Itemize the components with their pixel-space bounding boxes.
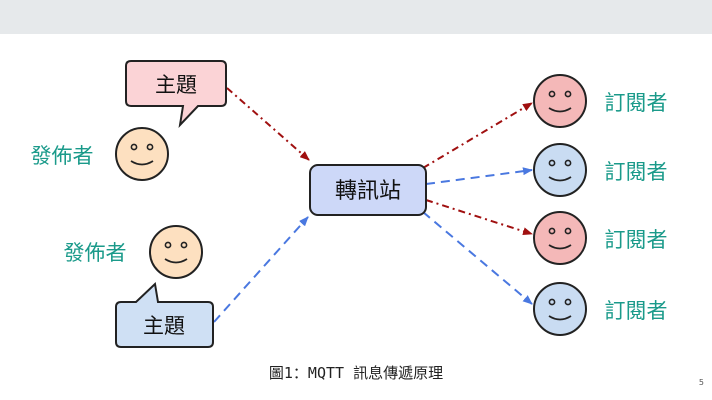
subscriber-3-label: 訂閱者 xyxy=(605,228,668,252)
topic-bubble-2: 主題 xyxy=(115,281,214,348)
publisher-1-face-icon xyxy=(115,127,169,181)
publisher-2-label: 發佈者 xyxy=(64,241,127,265)
arrow-topic2-to-broker xyxy=(213,216,309,323)
topic-bubble-1: 主題 xyxy=(125,60,227,129)
arrow-broker-to-subscriber-1 xyxy=(422,102,533,169)
broker-label: 轉訊站 xyxy=(335,179,401,204)
broker-box: 轉訊站 xyxy=(309,164,427,216)
publisher-1-label: 發佈者 xyxy=(31,144,94,168)
subscriber-2-face-icon xyxy=(533,143,587,197)
subscriber-4-face-icon xyxy=(533,282,587,336)
arrow-topic1-to-broker xyxy=(226,87,310,161)
publisher-2-face-icon xyxy=(149,225,203,279)
arrow-broker-to-subscriber-2 xyxy=(425,167,533,185)
arrow-broker-to-subscriber-3 xyxy=(425,199,533,236)
subscriber-1-label: 訂閱者 xyxy=(605,91,668,115)
top-bar xyxy=(0,0,712,34)
topic-bubble-1-label: 主題 xyxy=(155,73,197,97)
subscriber-1-face-icon xyxy=(533,74,587,128)
subscriber-3-face-icon xyxy=(533,211,587,265)
arrow-broker-to-subscriber-4 xyxy=(422,211,533,305)
subscriber-4-label: 訂閱者 xyxy=(605,299,668,323)
subscriber-2-label: 訂閱者 xyxy=(605,160,668,184)
page-number: 5 xyxy=(698,378,704,387)
topic-bubble-2-label: 主題 xyxy=(143,314,185,338)
figure-caption: 圖1：MQTT 訊息傳遞原理 xyxy=(268,364,444,382)
